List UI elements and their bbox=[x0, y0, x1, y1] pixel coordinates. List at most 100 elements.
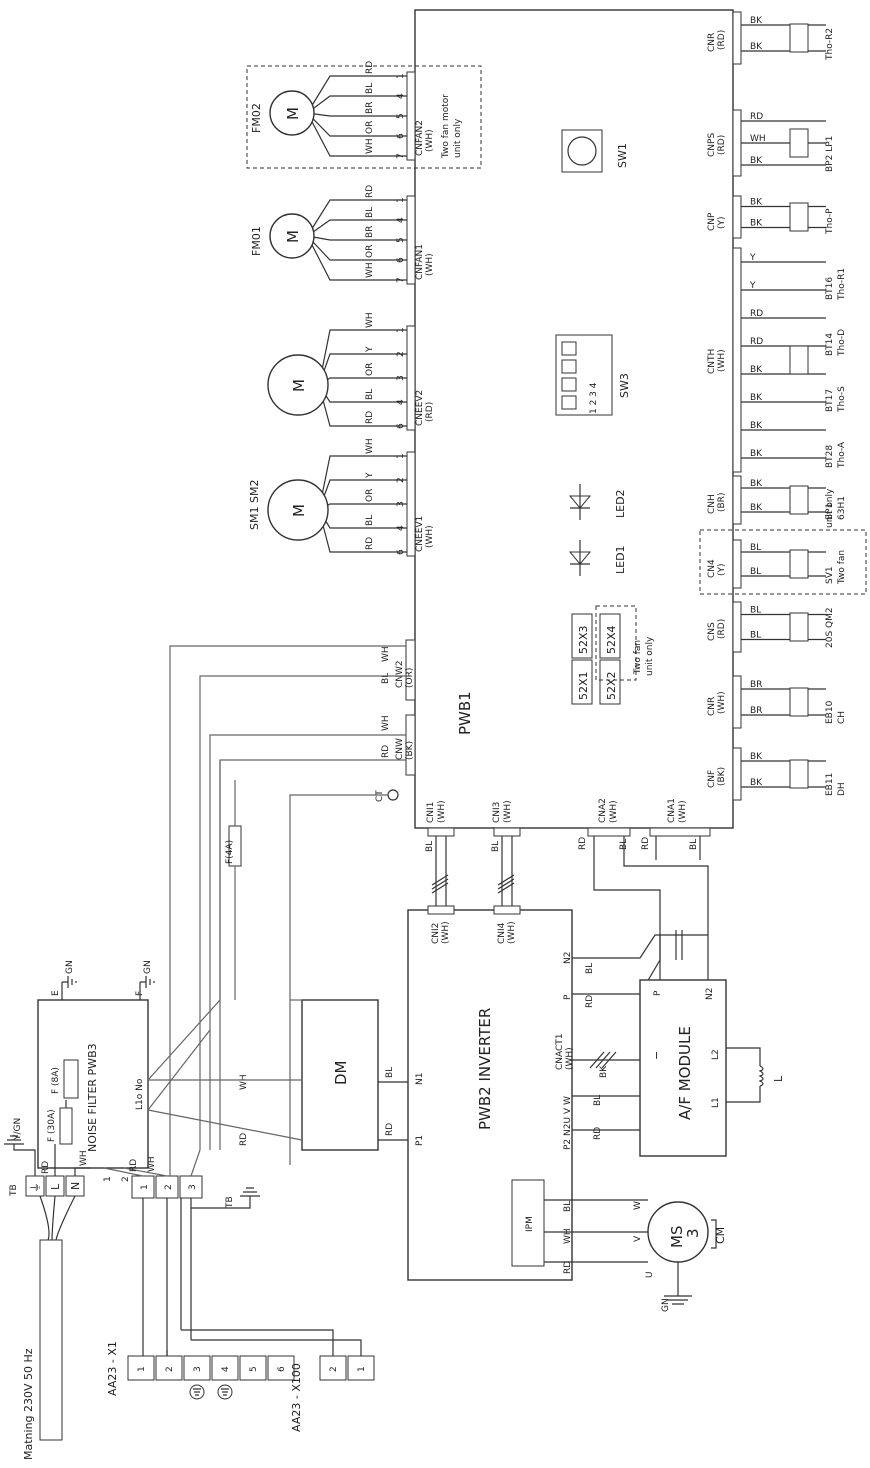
sensor-component-icon bbox=[789, 759, 809, 789]
cni3-name: CNI3 bbox=[492, 802, 502, 823]
motor-wire bbox=[307, 95, 407, 114]
motor-wire bbox=[318, 384, 407, 403]
supply-term-n: N bbox=[69, 1182, 82, 1190]
connector-name: CNPS bbox=[707, 133, 717, 157]
sensor-label: BT28 bbox=[825, 445, 835, 468]
aa23-x100-pin1: 1 bbox=[357, 1366, 367, 1372]
af-l1-label: L1 bbox=[711, 1097, 721, 1108]
connector-name: CNR bbox=[707, 697, 717, 716]
two-fan-note-1: Two fan bbox=[633, 640, 643, 675]
pwb2-label: PWB2 INVERTER bbox=[476, 1008, 494, 1130]
inv-p-label: P bbox=[563, 994, 573, 1000]
motor-wire-color: RD bbox=[365, 185, 375, 198]
motor-icon bbox=[269, 90, 315, 136]
inv-rd-label: RD bbox=[585, 995, 595, 1008]
comp-term-u: U bbox=[645, 1271, 655, 1278]
motor-wire-color: OR bbox=[365, 489, 375, 502]
cnact1-color: (WH) bbox=[565, 1047, 575, 1070]
tb2-terminal-block: 1 2 3 TB bbox=[131, 1175, 235, 1209]
cnact1-wire: BK bbox=[599, 1065, 609, 1078]
sw3-label: SW3 bbox=[618, 373, 631, 398]
motor-wire bbox=[318, 384, 407, 427]
motor-icon bbox=[267, 479, 329, 541]
compressor-motor: MS 3 CM bbox=[647, 1201, 727, 1263]
connector-header bbox=[732, 675, 742, 729]
connector-color: (WH) bbox=[717, 691, 727, 714]
af-p-label: P bbox=[653, 990, 663, 996]
motor-pin-number: 3 bbox=[396, 375, 406, 381]
motor-pin-number: 6 bbox=[396, 423, 406, 429]
ground-icon-nf-e bbox=[62, 976, 77, 988]
connector-header bbox=[732, 247, 742, 473]
motor-wire bbox=[306, 235, 407, 261]
compressor-gn: GN bbox=[661, 1298, 671, 1312]
motor-symbol: M bbox=[290, 379, 308, 392]
supply-term-pe: ⏚ bbox=[29, 1182, 42, 1193]
motor-pin-number: 2 bbox=[396, 477, 406, 483]
ground-icon-compressor bbox=[664, 1262, 692, 1305]
motor-wire-color: RD bbox=[365, 411, 375, 424]
pwb1-label: PWB1 bbox=[456, 691, 474, 735]
sensor-component-icon bbox=[789, 345, 809, 375]
supply-term-l: L bbox=[49, 1183, 62, 1190]
supply-wh-label: WH bbox=[79, 1150, 89, 1166]
sensor-wire-color: BK bbox=[750, 156, 763, 166]
supply-terminal-block: ⏚ L N TB bbox=[9, 1175, 85, 1197]
tb2-term-2: 2 bbox=[164, 1184, 174, 1190]
sensor-label: Two fan bbox=[837, 550, 847, 585]
af-inductor: L bbox=[726, 1047, 785, 1103]
connector-header bbox=[732, 539, 742, 589]
relay-52x2: 52X2 bbox=[599, 659, 621, 705]
connector-header bbox=[406, 451, 416, 557]
sensor-label: SV1 bbox=[825, 566, 835, 584]
sensor-label: Tho-S bbox=[837, 386, 847, 413]
cni3-connector: CNI3 (WH) BL bbox=[491, 800, 521, 910]
supply-label: Matning 230V 50 Hz bbox=[22, 1348, 35, 1460]
cni1-wire: BL bbox=[425, 841, 435, 852]
motor-symbol: M bbox=[284, 230, 302, 243]
fan-optional-note: unit only bbox=[453, 118, 463, 158]
connector-color: (Y) bbox=[717, 216, 727, 229]
motor-pin-number: 5 bbox=[396, 113, 406, 119]
motor-wire-color: Y bbox=[365, 346, 375, 353]
sensor-wire-color: BK bbox=[750, 503, 763, 513]
sensor-component-icon bbox=[789, 485, 809, 515]
connector-header bbox=[732, 11, 742, 65]
motor-wire bbox=[306, 112, 407, 137]
tb2-tb: TB bbox=[225, 1196, 235, 1209]
sensor-label: 20S QM2 bbox=[825, 607, 835, 648]
sensor-label: BT14 bbox=[825, 333, 835, 356]
tb2-wh-label: WH bbox=[147, 1156, 157, 1172]
cni4-connector: CNI4 (WH) bbox=[493, 905, 521, 944]
motor-wire bbox=[318, 353, 407, 386]
relay-52x4: 52X4 bbox=[599, 613, 621, 659]
sensor-label: Tho-A bbox=[837, 441, 847, 469]
sensor-label: CH bbox=[837, 711, 847, 724]
connector-color: (WH) bbox=[425, 253, 435, 276]
motor-wire-color: BL bbox=[365, 207, 375, 218]
cni1-connector: CNI1 (WH) BL bbox=[425, 800, 455, 910]
aa23-x1-label: AA23 - X1 bbox=[106, 1341, 119, 1396]
connector-name: CN4 bbox=[707, 559, 717, 578]
motor-pin-number: 4 bbox=[396, 525, 406, 531]
connector-header bbox=[732, 195, 742, 239]
sw1-switch: SW1 bbox=[561, 129, 629, 173]
compressor-phase: 3 bbox=[684, 1228, 702, 1238]
inv-n2-label: N2 bbox=[563, 952, 573, 964]
sensor-label: Tho-R2 bbox=[825, 28, 835, 61]
relay-52x1: 52X1 bbox=[571, 659, 593, 705]
cnw2-wire-wh: WH bbox=[381, 646, 391, 662]
cna1-name: CNA1 bbox=[667, 798, 677, 823]
aa23-x100-label: AA23 - X100 bbox=[290, 1363, 303, 1432]
inv-rd2-label: RD bbox=[593, 1127, 603, 1140]
sensor-component-icon bbox=[789, 612, 809, 642]
connector-header bbox=[406, 71, 416, 161]
sensor-label: BT16 bbox=[825, 277, 835, 300]
cni2-name: CNI2 bbox=[431, 923, 441, 944]
connector-color: (RD) bbox=[717, 135, 727, 155]
sensor-label: unit only bbox=[825, 488, 835, 528]
connector-name: CNH bbox=[707, 494, 717, 514]
